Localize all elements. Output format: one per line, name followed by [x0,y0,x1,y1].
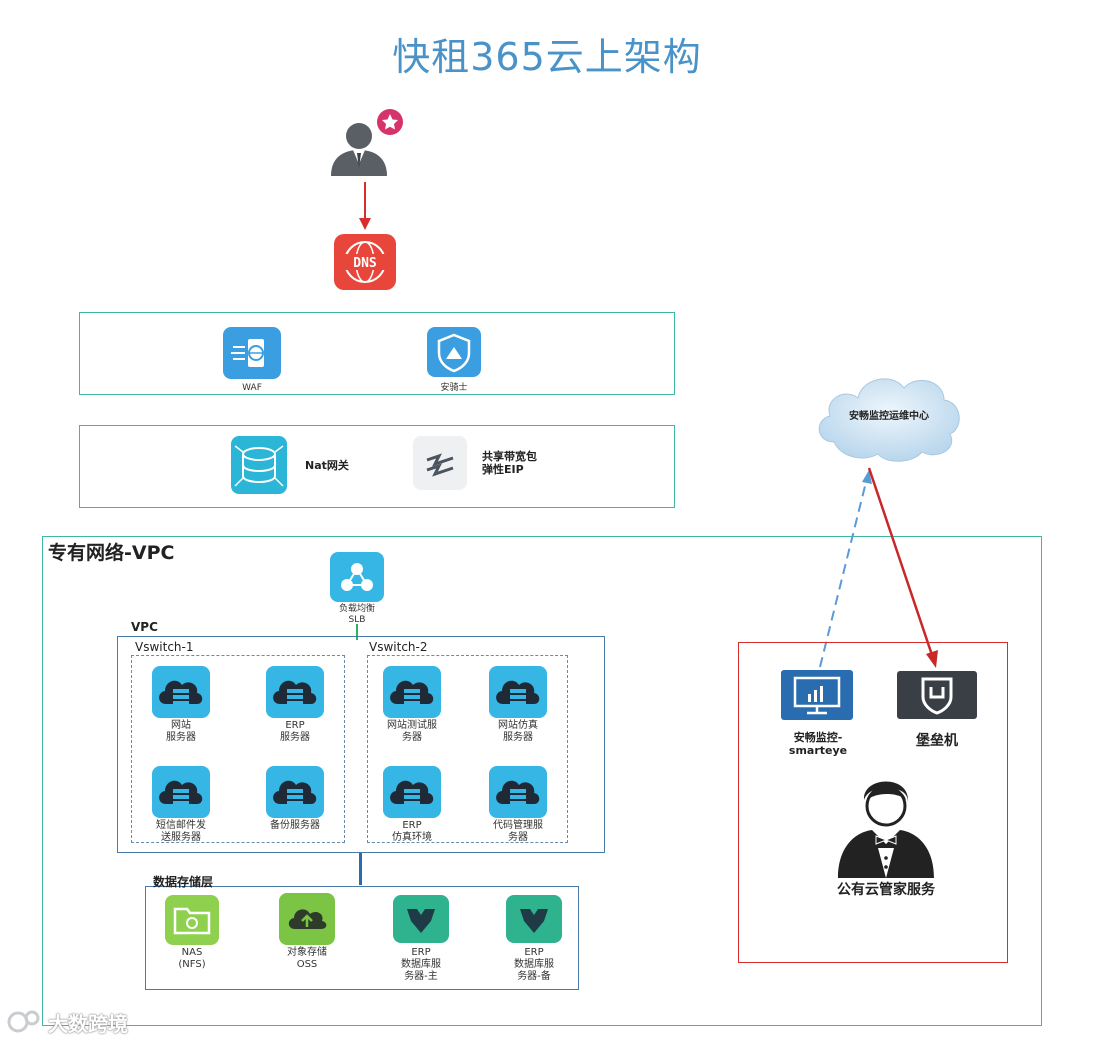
watermark: 大数跨境 [6,1004,156,1036]
svg-text:DNS: DNS [353,256,377,271]
vswitch-1-box [131,655,345,843]
arrow-user-dns [359,182,371,230]
eip-label: 共享带宽包 弹性EIP [482,450,537,476]
nat-gateway-label: Nat网关 [305,459,349,472]
nas-icon [165,895,219,945]
server-icon [489,666,547,718]
server-icon [383,666,441,718]
server-icon [266,766,324,818]
storage-box [145,886,579,990]
nat-gateway-icon [231,436,287,494]
slb-icon [330,552,384,602]
user-icon [325,108,409,178]
slb-connector [356,624,358,640]
server-label: ERP 服务器 [280,720,310,743]
bastion-label: 堡垒机 [916,733,958,749]
ops-service-box [738,642,1008,963]
eip-icon [413,436,467,490]
database-icon [393,895,449,943]
server-label: 网站仿真 服务器 [498,720,538,743]
server-icon [383,766,441,818]
vswitch-2-box [367,655,568,843]
oss-icon [279,893,335,945]
oss-label: 对象存储 OSS [287,947,327,970]
server-label: 短信邮件发 送服务器 [156,820,206,843]
vswitch-1-title: Vswitch-1 [135,640,194,654]
server-label: 网站测试服 务器 [387,720,437,743]
bastion-icon [897,671,977,719]
monitor-label: 安畅监控- smarteye [788,731,848,757]
server-icon [489,766,547,818]
slb-label: 负载均衡 SLB [338,604,375,625]
anqishi-icon [427,327,481,377]
server-label: 备份服务器 [270,820,320,831]
security-layer [79,312,675,395]
server-label: 代码管理服 务器 [493,820,543,843]
ops-cloud-label: 安畅监控运维中心 [849,411,929,422]
server-label: 网站 服务器 [166,720,196,743]
database-label: ERP 数据库服 务器-主 [401,947,441,982]
nas-label: NAS (NFS) [178,947,206,970]
ops-cloud-icon [812,366,966,466]
vswitch-2-title: Vswitch-2 [369,640,428,654]
storage-title: 数据存储层 [153,875,214,889]
watermark-logo-icon [7,1010,40,1033]
vpc-outer-title: 专有网络-VPC [48,542,175,564]
steward-icon [832,770,940,880]
server-icon [266,666,324,718]
vpc-inner-box [117,636,605,853]
vpc-outer-box [42,536,1042,1026]
server-icon [152,766,210,818]
waf-icon [223,327,281,379]
server-icon [152,666,210,718]
steward-label: 公有云管家服务 [837,882,935,898]
ops-arrows [819,467,938,668]
watermark-text: 大数跨境 [48,1012,128,1036]
page-title: 快租365云上架构 [392,35,702,79]
server-label: ERP 仿真环境 [392,820,432,843]
network-layer [79,425,675,508]
dns-icon: DNS [334,234,396,290]
vpc-storage-connector [359,853,362,885]
waf-label: WAF [242,383,262,393]
database-icon [506,895,562,943]
vpc-inner-title: VPC [131,620,158,634]
monitor-icon [781,670,853,720]
anqishi-label: 安骑士 [440,383,468,393]
database-label: ERP 数据库服 务器-备 [514,947,554,982]
